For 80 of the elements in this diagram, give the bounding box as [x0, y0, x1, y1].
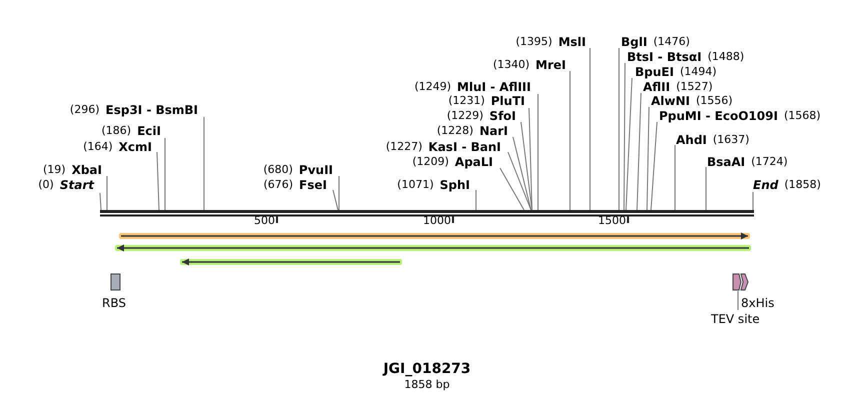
enzyme-name: EciI [137, 124, 161, 138]
enzyme-name: AlwNI [651, 94, 690, 108]
site-position: (296) [70, 103, 100, 117]
site-position: (1488) [708, 50, 744, 64]
site-position: (1340) [492, 58, 530, 72]
enzyme-name: SphI [440, 178, 470, 192]
enzyme-name: BglI [621, 35, 648, 49]
site-position: (164) [83, 140, 113, 154]
scale-label: 1000 [423, 214, 451, 228]
end-marker-label: Start [60, 178, 94, 192]
enzyme-name: MslI [558, 35, 586, 49]
leader-line [646, 106, 650, 210]
site-position: (1494) [680, 65, 717, 79]
leader-line [752, 192, 754, 210]
leader-line [674, 144, 676, 210]
site-position: (1227) [386, 140, 422, 154]
leader-line [618, 48, 620, 210]
enzyme-name: MluI - AflIII [457, 80, 531, 94]
feature-label: 8xHis [741, 296, 774, 310]
leader-line [338, 176, 340, 210]
site-position: (1556) [696, 94, 733, 108]
enzyme-name: NarI [479, 124, 508, 138]
enzyme-name: MreI [536, 58, 566, 72]
site-position: (1209) [412, 155, 449, 169]
enzyme-name: XbaI [72, 163, 102, 177]
leader-line [626, 78, 632, 210]
end-marker-label: End [753, 178, 778, 192]
rbs-feature [110, 274, 120, 290]
enzyme-name: ApaLI [454, 155, 493, 169]
leader-line [650, 122, 658, 210]
enzyme-name: XcmI [118, 140, 152, 154]
map-title: JGI_018273 [383, 361, 471, 377]
leader-line [508, 152, 532, 210]
sequence-backbone [100, 210, 754, 216]
leader-line [528, 108, 532, 210]
enzyme-name: BpuEI [635, 65, 674, 79]
enzyme-name: PvuII [298, 163, 333, 177]
scale-label: 500 [254, 214, 275, 228]
site-position: (1231) [448, 94, 485, 108]
site-position: (676) [263, 178, 294, 192]
site-position: (19) [43, 163, 66, 177]
leader-line [636, 92, 642, 210]
site-position: (1724) [751, 155, 788, 169]
site-position: (1637) [712, 133, 750, 147]
site-position: (1071) [397, 178, 434, 192]
feature-label: TEV site [711, 312, 760, 326]
site-position: (1228) [436, 124, 474, 138]
enzyme-name: PluTI [490, 94, 525, 108]
site-position: (1249) [414, 80, 452, 94]
leader-line [500, 168, 524, 210]
enzyme-name: FseI [299, 178, 327, 192]
leader-line [624, 62, 626, 210]
site-position: (0) [38, 178, 54, 192]
site-position: (1476) [653, 35, 690, 49]
leader-line [332, 190, 338, 210]
enzyme-name: Esp3I - BsmBI [106, 103, 198, 117]
leader-line [512, 136, 532, 210]
enzyme-name: SfoI [489, 109, 516, 123]
feature-label: RBS [102, 296, 126, 310]
enzyme-name: BtsI - BtsαI [627, 50, 702, 64]
scale-label: 1500 [598, 214, 626, 228]
leader-line [100, 192, 102, 210]
leader-line [106, 176, 108, 210]
site-position: (1229) [446, 109, 484, 123]
site-position: (1527) [676, 80, 713, 94]
enzyme-name: AhdI [676, 133, 707, 147]
enzyme-name: AflII [643, 80, 670, 94]
site-position: (680) [263, 163, 293, 177]
site-position: (1568) [784, 109, 821, 123]
site-position: (1395) [516, 35, 552, 49]
leader-line [156, 152, 160, 210]
enzyme-name: BsaAI [707, 155, 746, 169]
leader-line [520, 122, 532, 210]
site-position: (1858) [784, 178, 821, 192]
sequence-length: 1858 bp [404, 378, 450, 391]
tev-site-feature [732, 274, 749, 290]
leader-line [164, 138, 166, 210]
enzyme-name: KasI - BanI [428, 140, 501, 154]
site-position: (186) [102, 124, 132, 138]
enzyme-name: PpuMI - EcoO109I [659, 109, 778, 123]
